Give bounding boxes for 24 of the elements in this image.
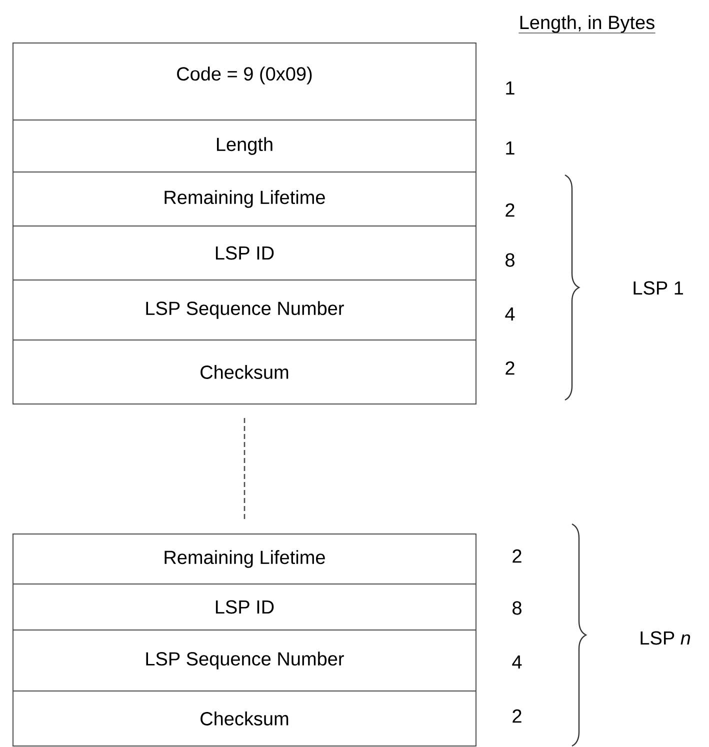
byte-length: 4 [505,307,515,321]
byte-length: 1 [506,81,514,95]
byte-length: 2 [506,203,514,217]
field-row: LSP Sequence Number [12,630,476,692]
field-row: LSP Sequence Number [12,280,476,340]
field-row: Length [12,120,476,172]
column-header: Length, in Bytes [518,15,656,34]
byte-length: 2 [506,361,514,375]
byte-length: 8 [506,253,514,267]
field-row: LSP ID [12,584,476,630]
byte-length: 8 [512,601,522,615]
byte-length: 1 [506,141,514,155]
field-row: Checksum [12,690,476,746]
field-row: Remaining Lifetime [12,534,476,584]
byte-length: 4 [512,655,522,669]
group-label: LSP n [640,631,690,645]
group-label: LSP 1 [634,281,683,295]
field-row: Remaining Lifetime [12,172,476,226]
continuation-line [244,418,246,520]
field-row: Checksum [12,340,476,404]
byte-length: 2 [512,549,522,563]
field-row: Code = 9 (0x09) [12,42,476,120]
field-row: LSP ID [12,226,476,280]
byte-length: 2 [512,709,522,723]
